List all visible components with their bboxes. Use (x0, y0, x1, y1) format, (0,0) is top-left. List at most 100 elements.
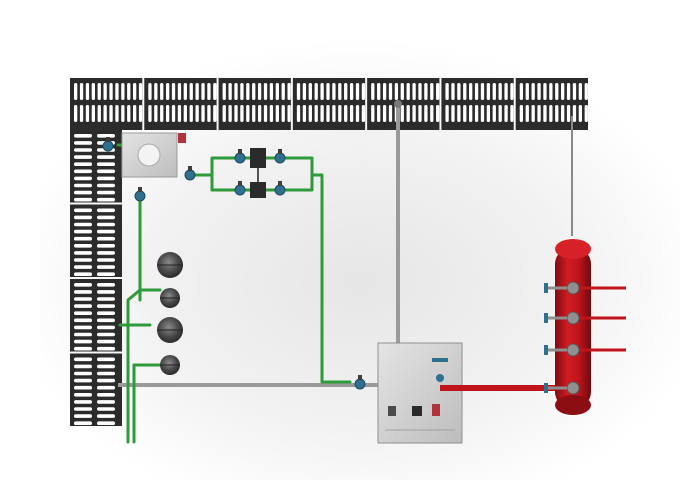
grating-slot (160, 105, 164, 122)
grating-slot (74, 297, 92, 301)
grating-slot (275, 83, 279, 100)
grating-slot (74, 357, 92, 362)
grating-slot (183, 83, 187, 100)
valve-icon (184, 169, 196, 181)
panel-handle-icon (432, 358, 448, 362)
grating-slot (85, 105, 90, 122)
grating-slot (74, 311, 92, 315)
grating-slot (519, 105, 524, 122)
grating-slot (281, 105, 285, 122)
grating-slot (302, 83, 307, 100)
grating-slot (463, 83, 467, 100)
grating-slot (74, 283, 92, 287)
grating-slot (97, 297, 115, 301)
grating-slot (74, 197, 92, 202)
grating-slot (79, 83, 84, 100)
grating-slot (349, 105, 354, 122)
grating-slot (371, 83, 375, 100)
panel-gauge-icon (388, 406, 396, 416)
grating-slot (263, 105, 268, 122)
grating-slot (74, 169, 92, 174)
valve-icon (102, 140, 114, 152)
grating-slot (430, 83, 434, 100)
grating-slot (97, 244, 115, 248)
valve-icon (544, 383, 548, 393)
grating-slot (287, 105, 291, 122)
grating-slot (138, 83, 143, 100)
grating-slot (74, 258, 92, 262)
grating-slot (74, 229, 92, 234)
grating-slot (355, 83, 360, 100)
grating-slot (566, 83, 571, 100)
grating-slot (183, 105, 187, 122)
grating-slot (572, 83, 577, 100)
green-pipe-return (310, 173, 352, 384)
grating-slot (97, 325, 115, 330)
grating-slot (97, 83, 101, 100)
grating-slot (97, 339, 115, 344)
panel-indicator-icon (432, 404, 440, 416)
grating-slot (97, 105, 101, 122)
grating-slot (561, 105, 565, 122)
grating-slot (486, 83, 491, 100)
grating-slot (566, 105, 571, 122)
grating-slot (400, 105, 404, 122)
grating-slot (74, 339, 92, 344)
grating-slot (97, 400, 115, 404)
grating-slot (165, 105, 170, 122)
grating-slot (418, 83, 422, 100)
grating-slot (97, 371, 115, 376)
grating-slot (525, 105, 529, 122)
grating-slot (74, 393, 92, 397)
grating-slot (97, 378, 115, 383)
grating-slot (498, 83, 502, 100)
grating-slot (394, 83, 399, 100)
grating-slot (91, 105, 95, 122)
grating-slot (504, 105, 508, 122)
grating-slot (344, 105, 348, 122)
grating-slot (246, 105, 250, 122)
grating-slot (97, 346, 115, 351)
grating-slot (85, 83, 90, 100)
grating-slot (133, 105, 137, 122)
pump-group (157, 252, 183, 375)
grating-slot (74, 176, 92, 181)
grating-slot (97, 258, 115, 262)
grating-slot (406, 83, 410, 100)
grating-slot (74, 346, 92, 351)
grating-slot (480, 105, 485, 122)
grating-slot (103, 83, 107, 100)
control-panel (377, 342, 463, 444)
grating-slot (207, 105, 211, 122)
grating-slot (154, 83, 158, 100)
grating-slot (189, 105, 193, 122)
grating-slot (74, 222, 92, 227)
panel-valve-knob-icon (436, 374, 444, 382)
valve-icon (354, 378, 366, 390)
grating-slot (97, 364, 115, 369)
grating-slot (537, 83, 541, 100)
grating-slot (338, 105, 342, 122)
grating-slot (549, 105, 553, 122)
grating-slot (97, 155, 115, 159)
grating-slot (74, 215, 92, 220)
grating-slot (382, 83, 387, 100)
grating-slot (424, 105, 428, 122)
grating-slot (578, 105, 583, 122)
grating-slot (234, 83, 238, 100)
grating-slot (97, 357, 115, 362)
valve-stem (358, 375, 362, 380)
grating-slot (201, 105, 205, 122)
grating-slot (338, 83, 342, 100)
grating-slot (74, 400, 92, 404)
grating-slot (377, 105, 381, 122)
grating-slot (171, 105, 176, 122)
grating-slot (252, 105, 256, 122)
grating-slot (160, 83, 164, 100)
grating-slot (74, 134, 92, 138)
grating-slot (97, 421, 115, 425)
grating-slot (240, 83, 244, 100)
grating-slot (115, 83, 119, 100)
grating-slot (74, 414, 92, 418)
